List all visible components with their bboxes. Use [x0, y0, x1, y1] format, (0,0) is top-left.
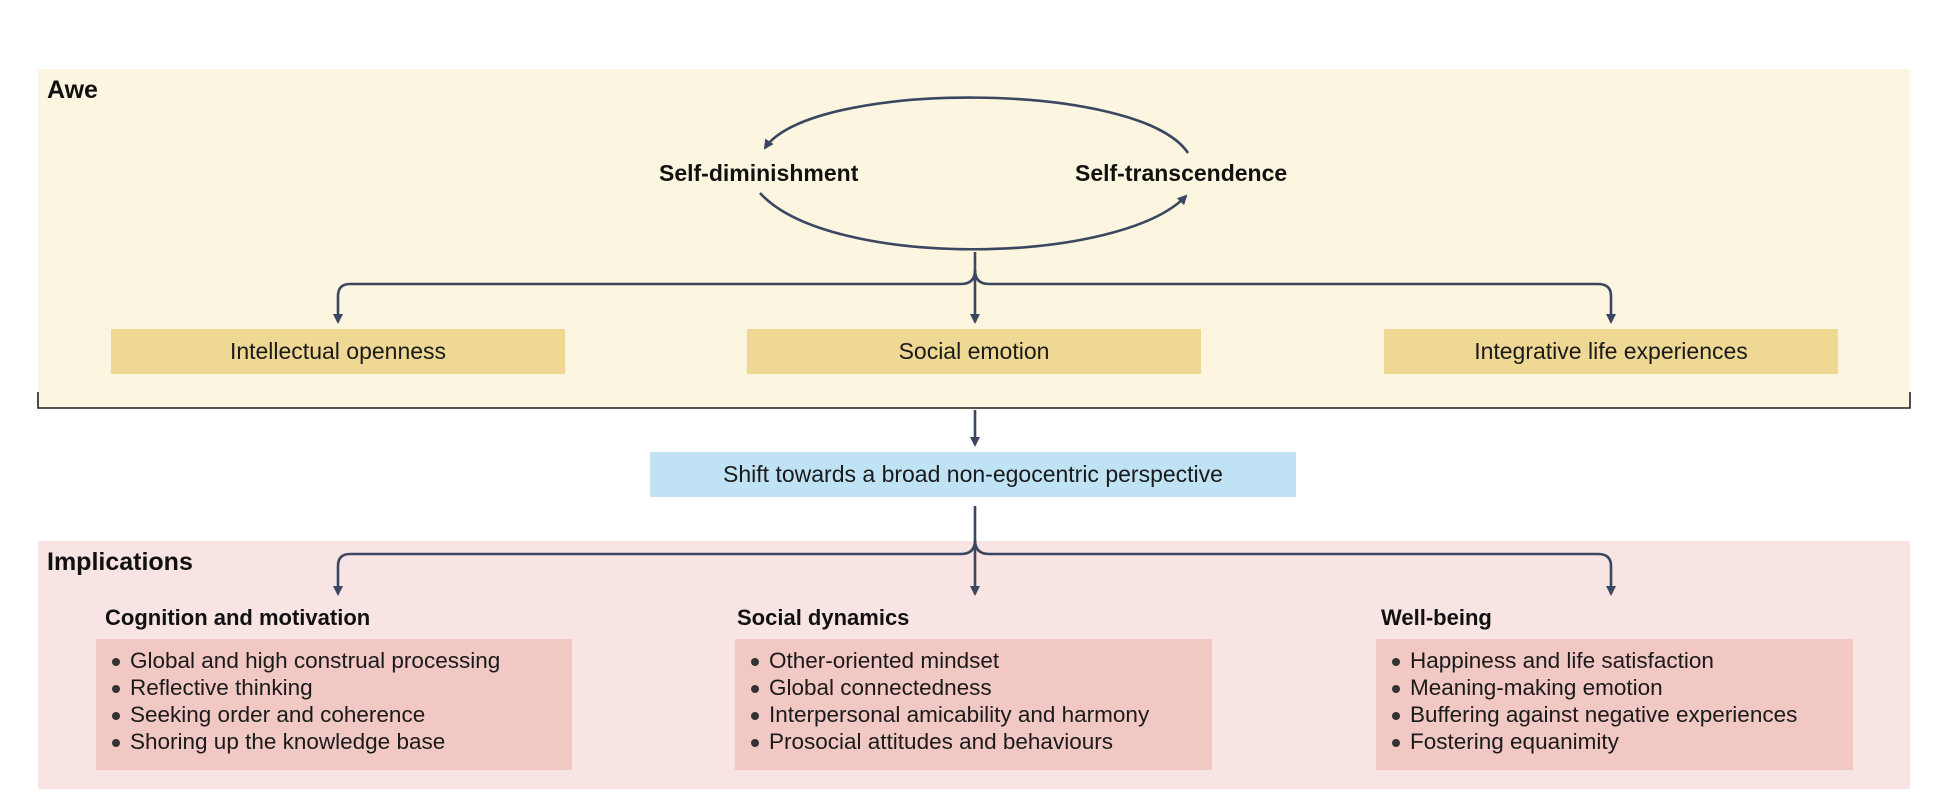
branch-right-implications: [973, 539, 1616, 596]
list-item: Global and high construal processing: [110, 647, 562, 674]
branch-left-implications: [333, 539, 977, 596]
list-item: Interpersonal amicability and harmony: [749, 701, 1202, 728]
cycle-arrow-bottom: [759, 192, 1188, 251]
self-diminishment-label: Self-diminishment: [659, 160, 859, 186]
well-being-heading: Well-being: [1381, 605, 1492, 630]
list-item: Prosocial attitudes and behaviours: [749, 728, 1202, 755]
list-item: Seeking order and coherence: [110, 701, 562, 728]
shift-perspective-box: Shift towards a broad non-egocentric per…: [650, 452, 1296, 497]
implications-section-title: Implications: [47, 548, 193, 576]
list-item: Fostering equanimity: [1390, 728, 1843, 755]
social-dynamics-heading: Social dynamics: [737, 605, 910, 630]
branch-right-awe: [973, 269, 1616, 324]
cognition-motivation-list: Global and high construal processing Ref…: [96, 639, 572, 770]
branch-left-awe: [333, 269, 977, 324]
intellectual-openness-box: Intellectual openness: [111, 329, 565, 374]
list-item: Happiness and life satisfaction: [1390, 647, 1843, 674]
cognition-motivation-heading: Cognition and motivation: [105, 605, 371, 630]
list-item: Meaning-making emotion: [1390, 674, 1843, 701]
list-item: Shoring up the knowledge base: [110, 728, 562, 755]
cycle-arrow-top: [763, 96, 1190, 154]
awe-section-title: Awe: [47, 76, 98, 104]
integrative-life-experiences-box: Integrative life experiences: [1384, 329, 1838, 374]
list-item: Buffering against negative experiences: [1390, 701, 1843, 728]
social-emotion-box: Social emotion: [747, 329, 1201, 374]
awe-bracket: [37, 392, 1911, 409]
self-transcendence-label: Self-transcendence: [1075, 160, 1288, 186]
social-dynamics-list: Other-oriented mindset Global connectedn…: [735, 639, 1212, 770]
well-being-list: Happiness and life satisfaction Meaning-…: [1376, 639, 1853, 770]
list-item: Global connectedness: [749, 674, 1202, 701]
list-item: Reflective thinking: [110, 674, 562, 701]
list-item: Other-oriented mindset: [749, 647, 1202, 674]
